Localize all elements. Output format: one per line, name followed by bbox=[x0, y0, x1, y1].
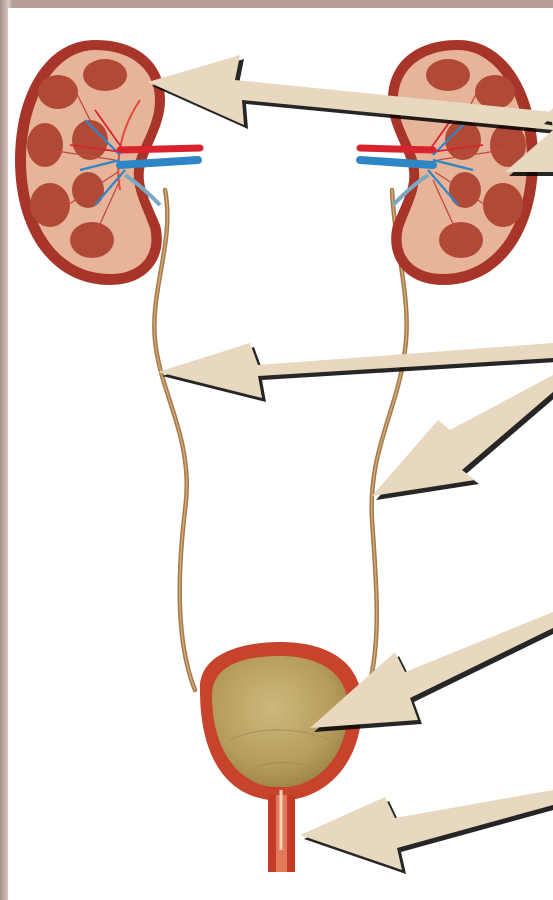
kidney-right bbox=[360, 40, 538, 285]
urethra bbox=[268, 790, 295, 872]
arrow-ureter-right bbox=[372, 375, 553, 500]
ureter-left bbox=[154, 190, 195, 690]
arrow-urethra bbox=[300, 790, 553, 874]
arrow-ureter-left bbox=[158, 343, 553, 402]
